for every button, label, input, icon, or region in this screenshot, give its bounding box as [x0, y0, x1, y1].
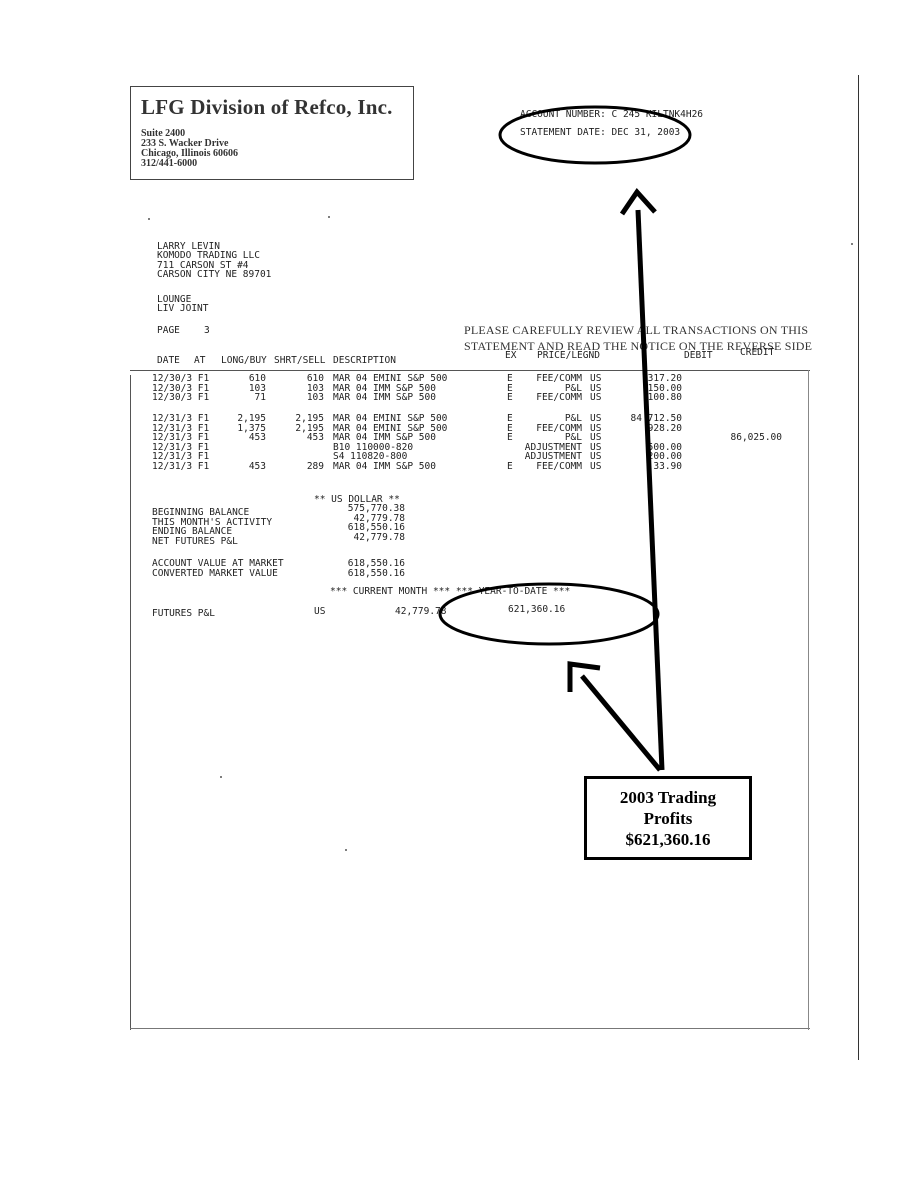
arrow-to-ytd-shaft: [580, 674, 662, 772]
client-address-line: CARSON CITY NE 89701: [157, 269, 272, 281]
scan-speck: [345, 849, 347, 851]
notice-line-1: PLEASE CAREFULLY REVIEW ALL TRANSACTIONS…: [464, 323, 809, 337]
notice-line-2: STATEMENT AND READ THE NOTICE ON THE REV…: [464, 339, 813, 353]
col-header-date: DATE: [157, 355, 180, 366]
tx2-ex: E E E E: [507, 413, 513, 472]
col-header-credit: CREDIT: [740, 347, 775, 358]
futures-pl-month: 42,779.78: [395, 606, 447, 617]
firm-address-line: Suite 2400: [141, 128, 186, 139]
col-header-price-legnd: PRICE/LEGND: [537, 350, 600, 361]
page-number: 3: [204, 325, 210, 336]
arrow-to-date-shaft: [635, 209, 665, 771]
table-right-rule: [808, 370, 809, 1030]
callout-line: $621,360.16: [625, 829, 711, 849]
tx1-debit: 317.20 150.00 100.80: [647, 373, 682, 404]
statement-date: STATEMENT DATE: DEC 31, 2003: [520, 127, 681, 138]
futures-pl-currency: US: [314, 606, 326, 617]
firm-address-line: Chicago, Illinois 60606: [141, 148, 238, 159]
callout-line: 2003 Trading: [619, 787, 717, 807]
tx2-date-at: 12/31/3 F1 12/31/3 F1 12/31/3 F1 12/31/3…: [152, 413, 210, 472]
client-address-line: LARRY LEVIN: [157, 240, 220, 252]
col-header-long-buy: LONG/BUY: [221, 355, 267, 366]
market-values: 618,550.16 618,550.16: [347, 558, 405, 579]
period-header: *** CURRENT MONTH *** *** YEAR-TO-DATE *…: [330, 586, 571, 597]
client-address-line: KOMODO TRADING LLC: [157, 250, 260, 262]
firm-address-line: 312/441-6000: [141, 158, 198, 169]
page-label: PAGE: [157, 325, 180, 336]
col-header-at: AT: [194, 355, 206, 366]
tx1-price-legnd: FEE/COMM P&L FEE/COMM: [536, 373, 582, 404]
col-header-ex: EX: [505, 350, 517, 361]
tx2-shrt-sell: 2,195 2,195 453 289: [295, 413, 324, 472]
letterhead-box: LFG Division of Refco, Inc. Suite 2400 2…: [130, 86, 414, 180]
scan-speck: [220, 776, 222, 778]
tx2-price-legnd: P&L FEE/COMM P&L ADJUSTMENT ADJUSTMENT F…: [524, 413, 582, 472]
account-title-line: LIV JOINT: [157, 303, 209, 315]
tx2-debit: 84 712.50 928.20 500.00 200.00 33.90: [630, 413, 682, 472]
tx2-currency: US US US US US US: [590, 413, 602, 472]
callout-line: Profits: [643, 808, 693, 828]
tx1-ex: E E E: [507, 373, 513, 404]
tx2-description: MAR 04 EMINI S&P 500 MAR 04 EMINI S&P 50…: [333, 413, 448, 472]
scan-speck: [328, 216, 330, 218]
col-header-description: DESCRIPTION: [333, 355, 396, 366]
arrow-to-ytd-head: [567, 661, 601, 692]
arrow-to-date-head: [619, 187, 657, 216]
market-labels: ACCOUNT VALUE AT MARKET CONVERTED MARKET…: [152, 558, 284, 579]
tx1-long-buy: 610 103 71: [248, 373, 266, 404]
firm-address: Suite 2400 233 S. Wacker Drive Chicago, …: [141, 129, 238, 169]
tx1-description: MAR 04 EMINI S&P 500 MAR 04 IMM S&P 500 …: [333, 373, 448, 404]
tx2-long-buy: 2,195 1,375 453 453: [237, 413, 266, 472]
page-border-left: [130, 375, 131, 1030]
col-header-shrt-sell: SHRT/SELL: [274, 355, 326, 366]
summary-values: 575,770.38 42,779.78 618,550.16 42,779.7…: [347, 503, 405, 543]
table-top-rule: [130, 370, 810, 371]
account-number: ACCOUNT NUMBER: C 245 KILTNK4H26: [520, 109, 704, 120]
trading-profits-callout: 2003 Trading Profits $621,360.16: [584, 776, 752, 860]
firm-name: LFG Division of Refco, Inc.: [141, 95, 393, 119]
client-address-line: 711 CARSON ST #4: [157, 259, 249, 271]
summary-labels: BEGINNING BALANCE THIS MONTH'S ACTIVITY …: [152, 507, 273, 547]
tx1-date-at: 12/30/3 F1 12/30/3 F1 12/30/3 F1: [152, 373, 210, 404]
tx1-currency: US US US: [590, 373, 602, 404]
futures-pl-label: FUTURES P&L: [152, 608, 215, 619]
scan-speck: [851, 243, 853, 245]
tx2-credit: 86,025.00: [730, 432, 782, 444]
summary-currency-header: ** US DOLLAR **: [314, 494, 400, 505]
account-title-line: LOUNGE: [157, 293, 192, 305]
tx1-shrt-sell: 610 103 103: [306, 373, 324, 404]
page-border-bottom: [130, 1028, 810, 1029]
statement-date-circle: [498, 105, 692, 165]
ytd-profit-circle: [438, 582, 660, 646]
futures-pl-ytd: 621,360.16: [508, 604, 566, 615]
firm-address-line: 233 S. Wacker Drive: [141, 138, 229, 149]
page-border-right: [858, 75, 859, 1060]
scan-speck: [148, 218, 150, 220]
col-header-debit: DEBIT: [684, 350, 713, 361]
